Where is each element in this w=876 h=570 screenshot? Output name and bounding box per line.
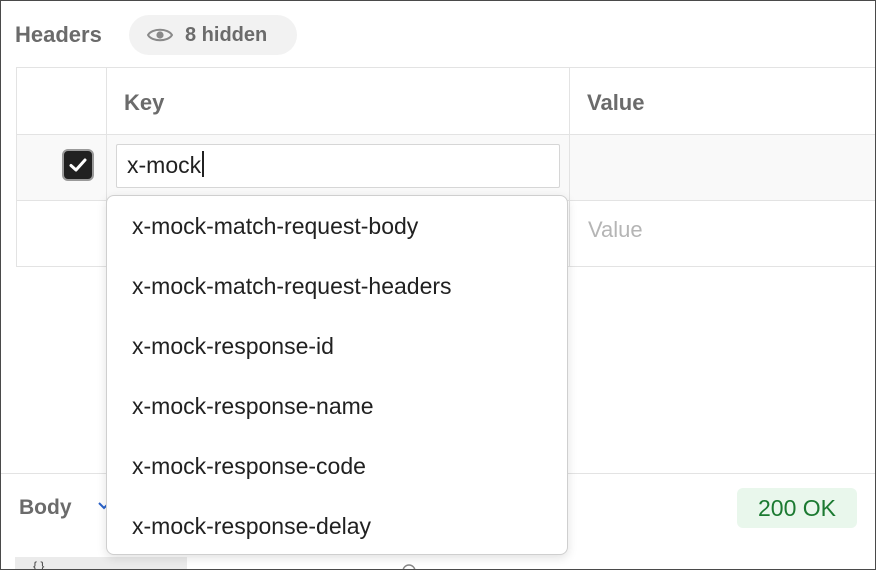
eye-icon: [147, 28, 173, 42]
response-tab-strip[interactable]: [15, 557, 187, 569]
column-header-value: Value: [587, 90, 645, 115]
autocomplete-option[interactable]: x-mock-match-request-headers: [132, 273, 452, 299]
column-header-key: Key: [124, 90, 165, 115]
checkmark-icon: [69, 158, 87, 172]
text-caret: [202, 151, 205, 177]
braces-icon: { }: [33, 559, 45, 570]
status-badge: 200 OK: [737, 488, 857, 528]
header-enabled-checkbox[interactable]: [62, 149, 94, 181]
autocomplete-option[interactable]: x-mock-response-delay: [132, 513, 372, 539]
autocomplete-option[interactable]: x-mock-response-code: [132, 453, 366, 479]
autocomplete-option[interactable]: x-mock-match-request-body: [132, 213, 419, 239]
header-key-text: x-mock: [127, 152, 202, 178]
headers-section-title: Headers: [15, 22, 102, 47]
headers-table: Key Value x-mock Value: [16, 67, 875, 267]
hidden-headers-count: 8 hidden: [185, 24, 268, 46]
hidden-headers-toggle[interactable]: 8 hidden: [129, 15, 297, 55]
autocomplete-option[interactable]: x-mock-response-id: [132, 333, 334, 359]
settings-icon[interactable]: [399, 563, 419, 570]
header-key-input[interactable]: x-mock: [116, 144, 560, 188]
header-value-input[interactable]: Value: [588, 217, 643, 242]
header-key-autocomplete: x-mock-match-request-body x-mock-match-r…: [106, 195, 568, 555]
autocomplete-option[interactable]: x-mock-response-name: [132, 393, 374, 419]
response-body-label[interactable]: Body: [19, 496, 72, 519]
